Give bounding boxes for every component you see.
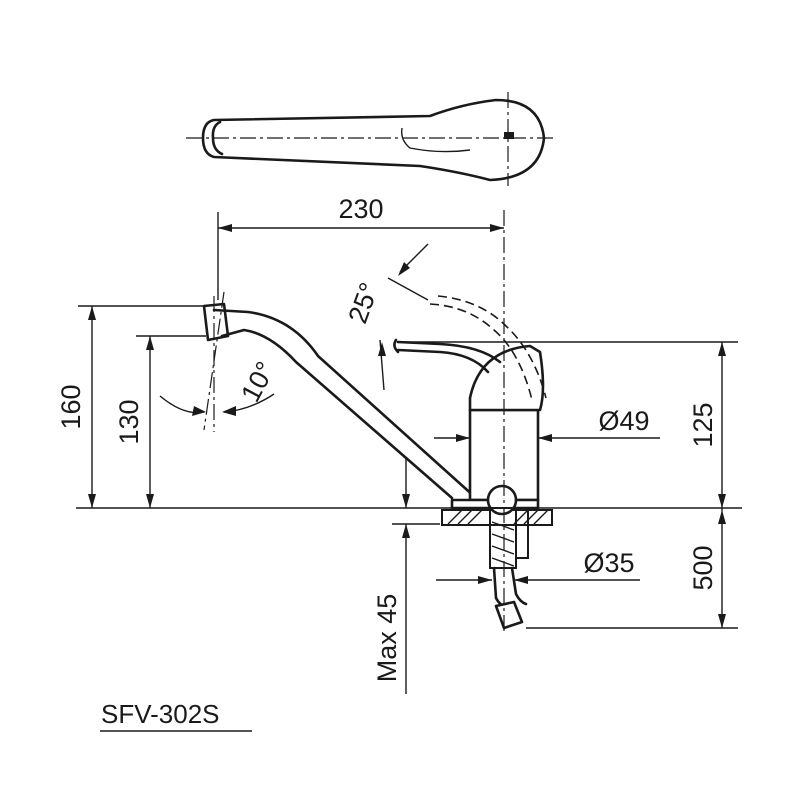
dimension-125: 125 — [400, 341, 738, 508]
dimension-160-label: 160 — [56, 384, 86, 429]
diameter-35-label: Ø35 — [583, 548, 634, 578]
dimension-500: 500 — [526, 508, 738, 629]
angle-10: 10° — [159, 291, 281, 432]
dimension-230: 230 — [217, 194, 504, 300]
dimension-130: 130 — [114, 335, 206, 508]
diameter-49: Ø49 — [434, 406, 660, 442]
angle-25-label: 25° — [342, 279, 384, 328]
dimension-130-label: 130 — [114, 399, 144, 444]
angle-10-label: 10° — [235, 357, 281, 407]
angle-25: 25° — [342, 243, 429, 391]
diameter-49-label: Ø49 — [598, 406, 649, 436]
dimension-230-label: 230 — [338, 194, 383, 224]
dimension-125-label: 125 — [688, 402, 718, 447]
dimension-max-45-label: Max 45 — [372, 594, 402, 683]
dimension-max-45: Max 45 — [372, 458, 440, 694]
diameter-35: Ø35 — [436, 548, 640, 584]
handle-top-view — [186, 92, 556, 186]
dimension-500-label: 500 — [688, 545, 718, 590]
model-name: SFV-302S — [101, 699, 220, 729]
dimension-160: 160 — [56, 305, 204, 508]
faucet-body — [202, 295, 547, 516]
supply-hoses — [489, 507, 529, 630]
